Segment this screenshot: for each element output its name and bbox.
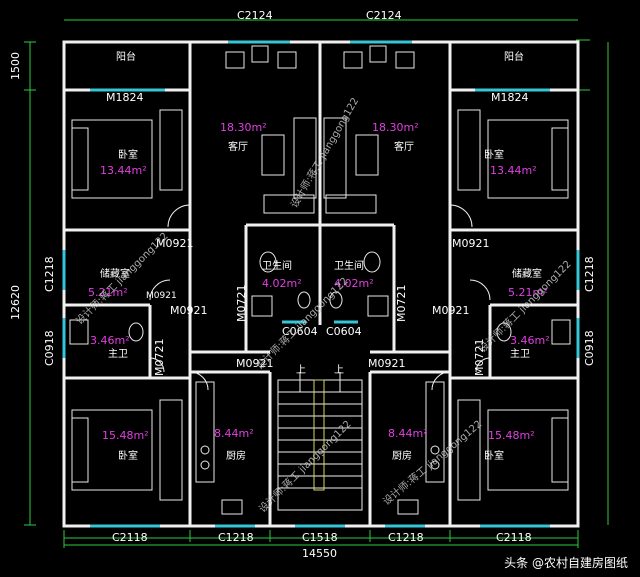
kitchen-counters: [195, 381, 445, 515]
door-code-m1824-right: M1824: [491, 91, 529, 104]
area-storage-left: 5.21m²: [88, 286, 128, 299]
door-swings: [149, 204, 491, 391]
stair-up-left: 上: [296, 365, 306, 376]
room-bedroom-bl: 卧室: [118, 451, 138, 462]
window-code-c0604-left: C0604: [282, 325, 318, 338]
area-bedroom-tl: 13.44m²: [100, 164, 147, 177]
room-balcony-right: 阳台: [504, 52, 524, 63]
source-credit: 头条 @农村自建房图纸: [504, 556, 628, 570]
door-code-m0921-f: M0921: [368, 357, 406, 370]
window-code-c2124-right: C2124: [366, 9, 402, 22]
room-balcony-left: 阳台: [116, 52, 136, 63]
window-code-c1218-left: C1218: [43, 256, 56, 292]
room-bath-main-right: 主卫: [510, 349, 530, 360]
door-code-m0921-b: M0921: [452, 237, 490, 250]
room-kitchen-right: 厨房: [392, 451, 412, 462]
area-living-left: 18.30m²: [220, 121, 267, 134]
area-bath-center-left: 4.02m²: [262, 277, 302, 290]
area-living-right: 18.30m²: [372, 121, 419, 134]
window-code-c0604-right: C0604: [326, 325, 362, 338]
room-bedroom-tr: 卧室: [484, 150, 504, 161]
dimension-total-depth: 12620: [9, 285, 22, 320]
door-code-m0721-c: M0721: [153, 338, 166, 377]
window-code-bottom-c2118-left: C2118: [112, 531, 148, 544]
room-living-right: 客厅: [394, 142, 414, 153]
door-code-m0921-g: M0921: [146, 291, 177, 301]
bed-furniture: [71, 109, 569, 501]
door-code-m1824-left: M1824: [106, 91, 144, 104]
window-code-bottom-c1218-right: C1218: [388, 531, 424, 544]
area-bath-main-left: 3.46m²: [90, 334, 130, 347]
window-code-bottom-c2118-right: C2118: [496, 531, 532, 544]
door-code-m0921-e: M0921: [236, 357, 274, 370]
dimension-total-width: 14550: [302, 547, 337, 560]
room-storage-left: 储藏室: [100, 269, 130, 280]
window-code-bottom-c1218-left: C1218: [218, 531, 254, 544]
area-bedroom-bl: 15.48m²: [102, 429, 149, 442]
area-storage-right: 5.21m²: [508, 286, 548, 299]
window-code-c0918-left: C0918: [43, 330, 56, 366]
window-code-bottom-c1518: C1518: [302, 531, 338, 544]
room-bath-center-left: 卫生间: [262, 261, 292, 272]
room-bedroom-br: 卧室: [484, 451, 504, 462]
window-code-c1218-right: C1218: [583, 256, 596, 292]
room-bath-center-right: 卫生间: [334, 261, 364, 272]
door-code-m0721-a: M0721: [235, 284, 248, 323]
stair-up-right: 上: [334, 365, 344, 376]
door-code-m0921-c: M0921: [170, 304, 208, 317]
door-code-m0921-d: M0921: [432, 304, 470, 317]
room-bath-main-left: 主卫: [108, 349, 128, 360]
room-storage-right: 储藏室: [512, 269, 542, 280]
bathroom-fixtures: [69, 251, 571, 345]
window-code-c0918-right: C0918: [583, 330, 596, 366]
living-furniture: [225, 45, 415, 214]
window-code-c2124-left: C2124: [237, 9, 273, 22]
windows: [62, 40, 580, 528]
area-bedroom-br: 15.48m²: [488, 429, 535, 442]
dimension-balcony-depth: 1500: [9, 52, 22, 80]
door-code-m0721-b: M0721: [395, 284, 408, 323]
area-kitchen-left: 8.44m²: [214, 427, 254, 440]
area-bedroom-tr: 13.44m²: [490, 164, 537, 177]
door-code-m0921-a: M0921: [156, 237, 194, 250]
room-kitchen-left: 厨房: [226, 451, 246, 462]
dimension-lines: [24, 19, 609, 548]
area-bath-main-right: 3.46m²: [510, 334, 550, 347]
room-living-left: 客厅: [228, 142, 248, 153]
room-bedroom-tl: 卧室: [118, 150, 138, 161]
area-bath-center-right: 4.02m²: [334, 277, 374, 290]
area-kitchen-right: 8.44m²: [388, 427, 428, 440]
staircase: [277, 372, 363, 511]
